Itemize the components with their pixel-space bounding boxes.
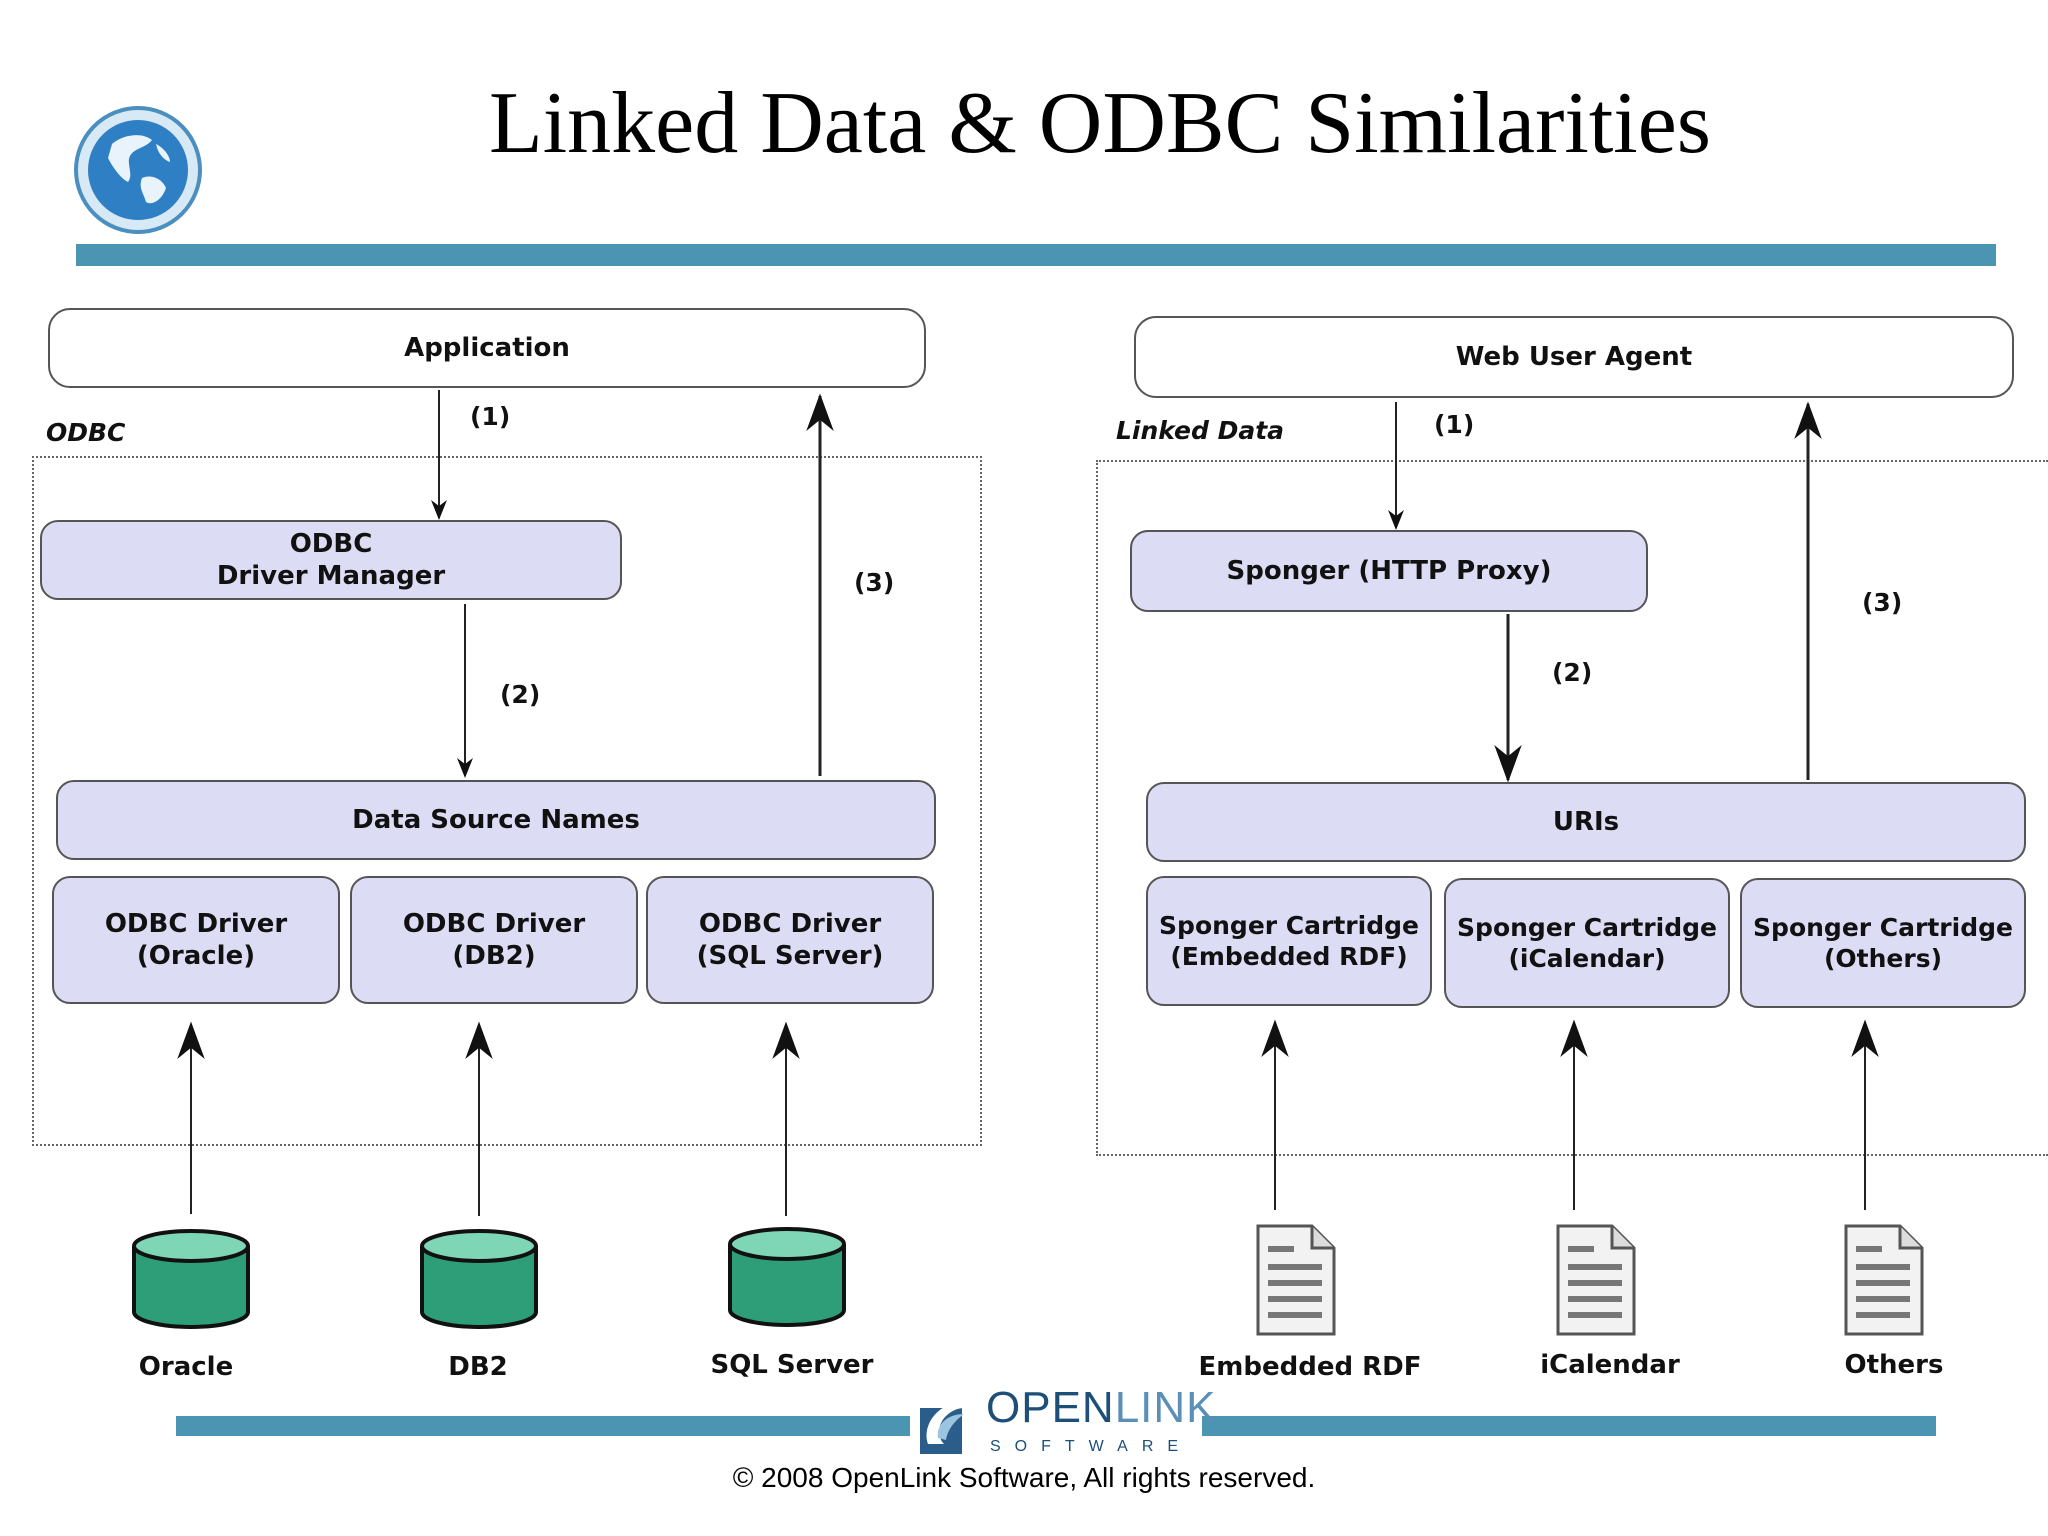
document-icon — [1256, 1224, 1336, 1336]
database-icon — [420, 1229, 538, 1329]
document-icon — [1844, 1224, 1924, 1336]
odbc-driver-oracle-box: ODBC Driver (Oracle) — [52, 876, 340, 1004]
sponger-cartridge-embedded-rdf-box: Sponger Cartridge (Embedded RDF) — [1146, 876, 1432, 1006]
linked-step-2-label: (2) — [1552, 658, 1593, 687]
uris-box: URIs — [1146, 782, 2026, 862]
odbc-step-2-label: (2) — [500, 680, 541, 709]
sponger-http-proxy-box: Sponger (HTTP Proxy) — [1130, 530, 1648, 612]
linked-step-1-label: (1) — [1434, 410, 1475, 439]
data-source-names-box: Data Source Names — [56, 780, 936, 860]
slide-title: Linked Data & ODBC Similarities — [488, 75, 1712, 172]
footer-bar-right — [1202, 1416, 1936, 1436]
copyright-text: © 2008 OpenLink Software, All rights res… — [732, 1462, 1316, 1493]
source-label-others: Others — [1844, 1350, 1944, 1380]
linked-step-3-label: (3) — [1862, 588, 1903, 617]
source-label-db2: DB2 — [448, 1352, 508, 1382]
globe-icon — [74, 106, 202, 234]
linked-data-region-label: Linked Data — [1116, 416, 1285, 445]
openlink-logo-icon — [920, 1401, 973, 1454]
openlink-logo-subtitle: SOFTWARE — [990, 1438, 1193, 1455]
web-user-agent-box: Web User Agent — [1134, 316, 2014, 398]
logo-word-main: OPEN — [986, 1383, 1115, 1432]
odbc-region — [32, 456, 982, 1146]
sponger-cartridge-icalendar-box: Sponger Cartridge (iCalendar) — [1444, 878, 1730, 1008]
odbc-region-label: ODBC — [46, 418, 126, 447]
source-label-oracle: Oracle — [138, 1352, 234, 1382]
title-underline-bar — [76, 244, 1996, 266]
database-icon — [132, 1229, 250, 1329]
database-icon — [728, 1227, 846, 1327]
odbc-driver-manager-box: ODBC Driver Manager — [40, 520, 622, 600]
source-label-icalendar: iCalendar — [1540, 1350, 1680, 1380]
odbc-driver-db2-box: ODBC Driver (DB2) — [350, 876, 638, 1004]
source-label-embedded-rdf: Embedded RDF — [1198, 1352, 1422, 1382]
odbc-driver-sqlserver-box: ODBC Driver (SQL Server) — [646, 876, 934, 1004]
source-label-sqlserver: SQL Server — [710, 1350, 874, 1380]
openlink-logo: OPENLINK SOFTWARE — [914, 1386, 1216, 1458]
application-box: Application — [48, 308, 926, 388]
linked-data-region — [1096, 460, 2048, 1156]
sponger-cartridge-others-box: Sponger Cartridge (Others) — [1740, 878, 2026, 1008]
document-icon — [1556, 1224, 1636, 1336]
footer-bar-left — [176, 1416, 910, 1436]
openlink-logo-word: OPENLINK — [986, 1386, 1217, 1430]
logo-word-light: LINK — [1114, 1383, 1217, 1432]
odbc-step-3-label: (3) — [854, 568, 895, 597]
odbc-step-1-label: (1) — [470, 402, 511, 431]
